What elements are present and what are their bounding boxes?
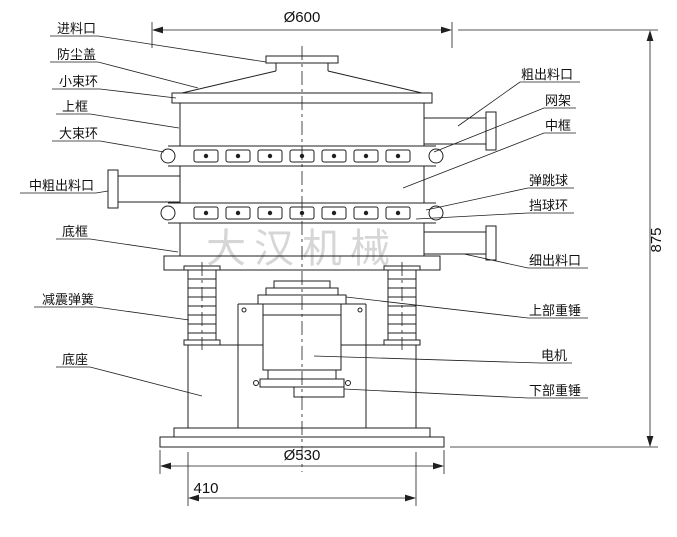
label-upper-frame: 上框 <box>62 99 88 114</box>
label-middle-frame: 中框 <box>545 118 571 133</box>
fine-outlet-part <box>424 225 497 261</box>
label-dust-cover: 防尘盖 <box>57 47 96 62</box>
dim-base-width: 410 <box>193 480 218 497</box>
label-medium-outlet: 中粗出料口 <box>29 178 94 193</box>
label-small-clamp: 小束环 <box>59 74 98 89</box>
label-ball-ring: 挡球环 <box>529 198 568 213</box>
label-coarse-outlet: 粗出料口 <box>521 67 573 82</box>
labels-left: 进料口 防尘盖 小束环 上框 大束环 中粗出料口 底框 减震弹簧 底座 <box>29 21 98 367</box>
label-large-clamp: 大束环 <box>59 126 98 141</box>
label-upper-weight: 上部重锤 <box>529 303 581 318</box>
labels-right: 粗出料口 网架 中框 弹跳球 挡球环 细出料口 上部重锤 电机 下部重锤 <box>521 67 581 398</box>
label-screen-frame: 网架 <box>545 93 571 108</box>
label-lower-weight: 下部重锤 <box>529 383 581 398</box>
dim-total-height: 875 <box>648 227 665 252</box>
coarse-outlet-part <box>424 111 497 151</box>
dim-bottom-diameter: Ø530 <box>284 447 321 464</box>
label-bottom-frame: 底框 <box>62 224 88 239</box>
label-bouncing-ball: 弹跳球 <box>529 173 568 188</box>
machine-drawing <box>107 46 497 472</box>
centerlines <box>201 46 403 472</box>
label-motor: 电机 <box>541 348 567 363</box>
medium-outlet-part <box>107 169 180 209</box>
label-base: 底座 <box>62 352 88 367</box>
middle-frame-part <box>179 166 425 203</box>
dimension-lines <box>151 22 658 506</box>
label-fine-outlet: 细出料口 <box>529 253 581 268</box>
watermark: 大汉机械 <box>206 227 398 271</box>
dimension-arrows <box>152 26 654 502</box>
motor-part <box>262 303 342 371</box>
upper-frame-part <box>179 103 425 146</box>
leader-lines <box>20 35 588 399</box>
label-feed-inlet: 进料口 <box>57 21 96 36</box>
label-damping-spring: 减震弹簧 <box>42 292 94 307</box>
dim-top-diameter: Ø600 <box>284 9 321 26</box>
